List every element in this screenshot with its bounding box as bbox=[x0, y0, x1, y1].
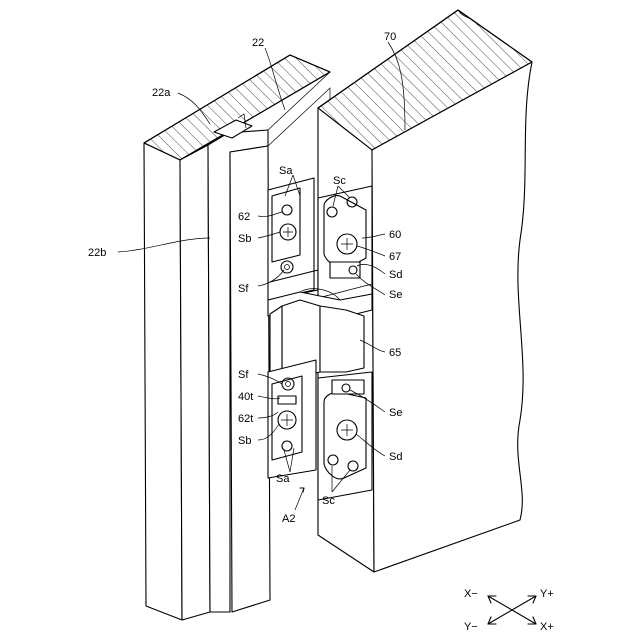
label-62t: 62t bbox=[238, 413, 253, 425]
label-22a: 22a bbox=[152, 87, 171, 99]
upper-hinge bbox=[268, 178, 372, 312]
label-sc-top: Sc bbox=[333, 175, 346, 187]
label-22b: 22b bbox=[88, 247, 106, 259]
label-sf-top: Sf bbox=[238, 283, 249, 295]
label-se-top: Se bbox=[389, 289, 402, 301]
label-sf-bot: Sf bbox=[238, 369, 249, 381]
label-sd-bot: Sd bbox=[389, 451, 402, 463]
label-sa-bot: Sa bbox=[276, 473, 290, 485]
label-67: 67 bbox=[389, 251, 401, 263]
label-sb-bot: Sb bbox=[238, 435, 251, 447]
label-sc-bot: Sc bbox=[322, 495, 335, 507]
label-70: 70 bbox=[384, 31, 396, 43]
label-65: 65 bbox=[389, 347, 401, 359]
label-sd-top: Sd bbox=[389, 269, 402, 281]
label-a2: A2 bbox=[282, 513, 295, 525]
label-sa-top: Sa bbox=[279, 165, 293, 177]
label-se-bot: Se bbox=[389, 407, 402, 419]
label-60: 60 bbox=[389, 229, 401, 241]
axis-indicator: X− Y+ Y− X+ bbox=[464, 588, 554, 633]
axis-y-minus: Y− bbox=[464, 621, 478, 633]
hinge-body-65 bbox=[268, 289, 372, 376]
axis-y-plus: Y+ bbox=[540, 588, 554, 600]
label-62: 62 bbox=[238, 211, 250, 223]
label-sb-top: Sb bbox=[238, 233, 251, 245]
label-22: 22 bbox=[252, 37, 264, 49]
axis-x-minus: X− bbox=[464, 588, 478, 600]
label-40t: 40t bbox=[238, 391, 253, 403]
axis-x-plus: X+ bbox=[540, 621, 554, 633]
